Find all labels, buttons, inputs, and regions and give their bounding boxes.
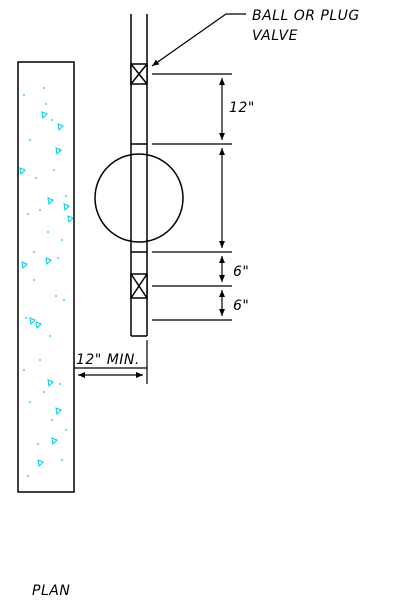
hatch-dot [65,429,67,431]
valve-top [130,63,148,85]
hatch-dot [23,94,25,96]
valve-label-line1: BALL OR PLUG [252,8,360,24]
hatch-triangle [21,261,28,270]
hatch-dot [43,87,45,89]
dim-label-mid: 6" [233,264,249,280]
hatch-dot [29,139,31,141]
hatch-triangle [45,257,52,266]
hatch-dot [51,419,53,421]
hatch-triangle [47,197,54,206]
hatch-triangle [41,111,48,120]
hatch-triangle [47,379,54,388]
hatch-triangle [63,203,70,212]
hatch-dot [65,195,67,197]
clearance-dimension [74,340,148,384]
hatch-triangle [35,321,42,330]
hatch-dot [39,359,41,361]
hatch-dot [45,103,47,105]
hatch-dot [49,335,51,337]
clearance-label: 12" MIN. [76,352,140,368]
hatch-dot [47,231,49,233]
hatch-dot [63,299,65,301]
valve-leader [151,13,246,67]
valve-label-line2: VALVE [252,28,298,44]
hatch-triangle [51,437,58,446]
hatch-dot [25,317,27,319]
hatch-triangle [37,459,44,468]
hatch-dot [53,169,55,171]
hatch-dot [35,177,37,179]
concrete-hatch [19,87,74,477]
hatch-dot [27,213,29,215]
view-title: PLAN [32,583,70,599]
hatch-dot [55,295,57,297]
concrete-wall [17,61,75,493]
hatch-triangle [57,123,64,132]
hatch-dot [27,475,29,477]
hatch-triangle [19,167,26,176]
hatch-triangle [29,317,36,326]
hatch-dot [61,239,63,241]
hatch-triangle [55,147,62,156]
hatch-triangle [67,215,74,224]
dim-label-top: 12" [229,100,255,116]
hatch-dot [61,459,63,461]
hatch-dot [29,401,31,403]
hatch-dot [37,443,39,445]
dim-label-bot: 6" [233,298,249,314]
hatch-dot [51,119,53,121]
hatch-dot [39,209,41,211]
hatch-dot [59,383,61,385]
hatch-dot [57,257,59,259]
hatch-dot [43,391,45,393]
fitting-circle [94,153,184,243]
hatch-triangle [55,407,62,416]
hatch-dot [23,369,25,371]
hatch-dot [33,251,35,253]
hatch-dot [33,279,35,281]
valve-bottom [130,273,148,299]
extension-lines [152,73,232,321]
